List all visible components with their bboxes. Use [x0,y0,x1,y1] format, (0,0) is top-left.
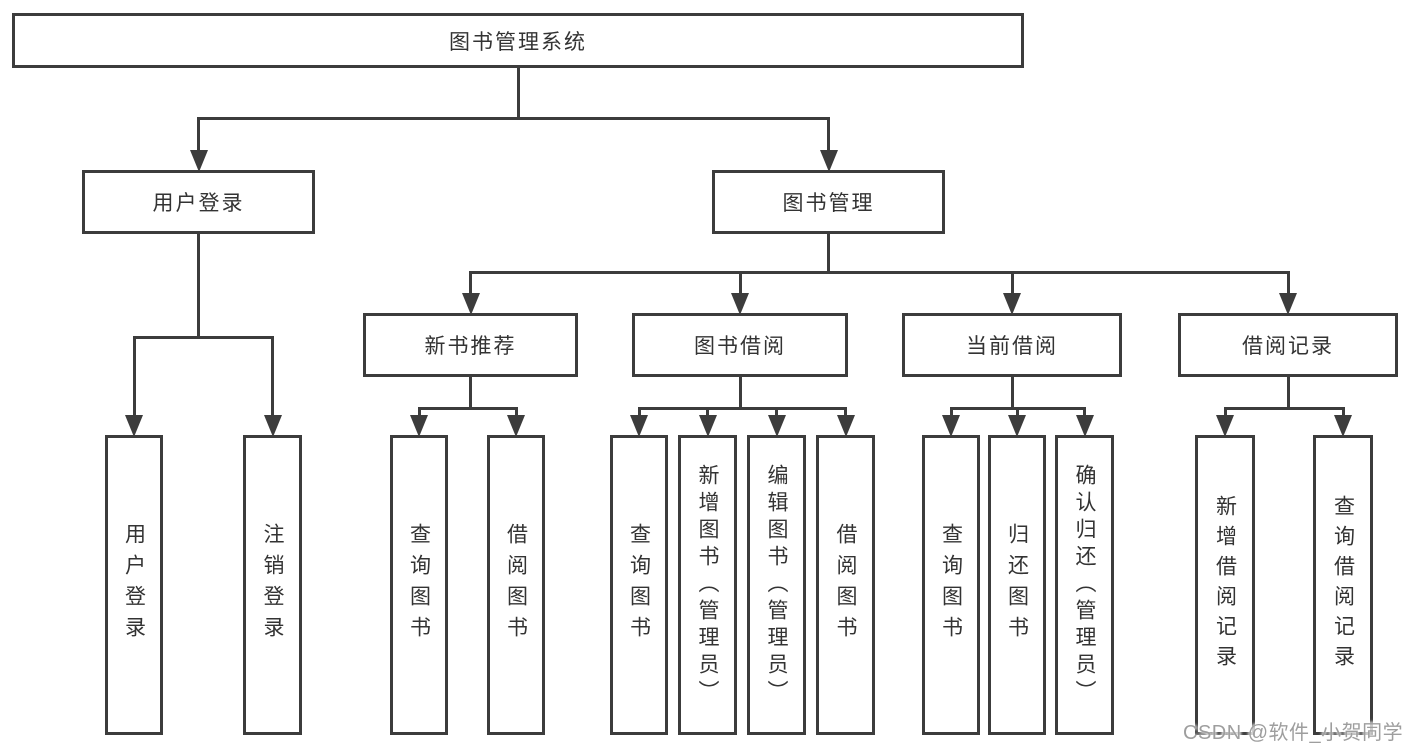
node-leaf-add-book: 新增图书（管理员） [678,435,737,735]
node-leaf-borrow-book-1: 借阅图书 [487,435,545,735]
arrow-down-icon [125,415,143,437]
watermark: CSDN @软件_小贺同学 [1183,722,1404,744]
arrow-down-icon [461,293,480,315]
node-borrow-records: 借阅记录 [1178,313,1398,377]
connector-line [827,117,830,154]
connector-line [417,407,518,410]
node-leaf-query-borrow-record: 查询借阅记录 [1313,435,1373,735]
node-book-borrow: 图书借阅 [632,313,848,377]
connector-line [514,407,518,419]
node-leaf-confirm-return: 确认归还（管理员） [1055,435,1114,735]
arrow-down-icon [1008,415,1026,437]
node-leaf-edit-book: 编辑图书（管理员） [747,435,806,735]
node-leaf-logout: 注销登录 [243,435,302,735]
arrow-down-icon [1003,293,1021,315]
arrow-down-icon [731,293,749,315]
connector-line [775,407,778,419]
connector-line [738,376,742,410]
connector-line [1083,407,1086,419]
node-leaf-query-book-2: 查询图书 [610,435,668,735]
arrow-down-icon [410,415,428,437]
arrow-down-icon [507,415,525,437]
connector-line [1010,376,1014,410]
connector-line [469,271,1290,274]
connector-line [1223,407,1227,419]
node-leaf-borrow-book-2: 借阅图书 [816,435,875,735]
arrow-down-icon [698,415,717,437]
arrow-down-icon [942,415,960,437]
connector-line [844,407,847,419]
connector-line [1341,407,1345,419]
arrow-down-icon [767,415,786,437]
node-leaf-add-borrow-record: 新增借阅记录 [1195,435,1255,735]
arrow-down-icon [189,150,208,172]
connector-line [1286,271,1290,297]
connector-line [516,67,520,120]
connector-line [706,407,709,419]
arrow-down-icon [1216,415,1234,437]
connector-line [827,233,830,274]
arrow-down-icon [1334,415,1352,437]
connector-line [1015,407,1019,419]
connector-line [469,376,472,410]
connector-line [738,271,742,297]
connector-line [417,407,421,419]
connector-line [637,407,641,419]
node-leaf-query-book-1: 查询图书 [390,435,448,735]
node-user-login: 用户登录 [82,170,315,234]
arrow-down-icon [1075,415,1094,437]
connector-line [637,407,847,410]
node-new-book-rec: 新书推荐 [363,313,578,377]
connector-line [197,117,200,154]
connector-line [132,336,136,419]
connector-line [949,407,953,419]
node-current-borrow: 当前借阅 [902,313,1122,377]
arrow-down-icon [819,150,838,172]
arrow-down-icon [836,415,855,437]
node-root: 图书管理系统 [12,13,1024,68]
connector-line [1010,271,1014,297]
node-leaf-query-book-3: 查询图书 [922,435,980,735]
connector-line [1223,407,1345,410]
connector-line [271,336,274,419]
arrow-down-icon [263,415,282,437]
arrow-down-icon [630,415,648,437]
connector-line [197,233,200,339]
connector-line [132,336,274,339]
connector-line [469,271,472,297]
node-book-mgmt: 图书管理 [712,170,945,234]
node-leaf-return-book: 归还图书 [988,435,1046,735]
node-leaf-user-login: 用户登录 [105,435,163,735]
connector-line [1286,376,1290,410]
connector-line [197,117,830,120]
arrow-down-icon [1279,293,1297,315]
